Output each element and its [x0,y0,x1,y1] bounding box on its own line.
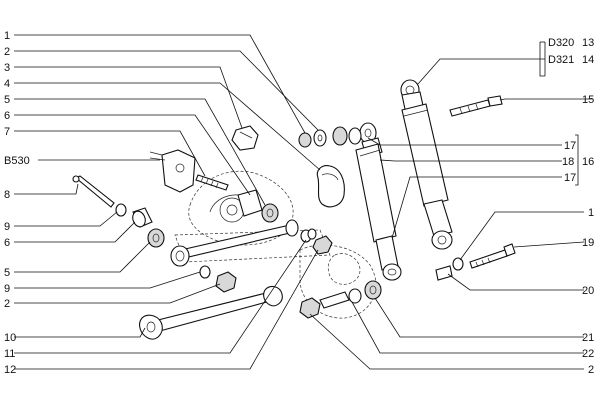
bushing-12 [307,228,317,240]
mounting-bracket [149,149,196,193]
callout-9-lower: 9 [4,283,10,295]
callout-15: 15 [582,94,594,106]
upper-bushing-stack [298,129,327,148]
callout-9: 9 [4,221,10,233]
callout-d320: D320 [548,37,574,49]
washer-9 [115,203,127,217]
nut-2-lower [215,271,237,293]
leader-lines-right [309,41,592,370]
shock-absorber-front [332,122,402,281]
callout-2-lower: 2 [4,298,10,310]
callout-14: 14 [582,54,594,66]
shock-absorber-rear [400,79,453,250]
callout-1-right: 1 [588,207,594,219]
callout-11: 11 [4,348,15,360]
callout-6: 6 [4,110,10,122]
callout-1: 1 [4,30,10,42]
callout-3: 3 [4,62,10,74]
callout-10: 10 [4,332,16,344]
bump-stop [231,125,259,151]
callout-5: 5 [4,94,10,106]
bolt-19-assembly [435,243,516,281]
callout-12: 12 [4,364,16,376]
callout-2: 2 [4,46,10,58]
callout-6-lower: 6 [4,237,10,249]
stud-15 [449,95,503,117]
callout-b530: B530 [4,155,30,167]
parts-drawing [72,79,516,340]
callout-17: 17 [564,140,576,152]
upper-link-arm [170,219,299,267]
callout-17-lower: 17 [564,172,576,184]
callout-13: 13 [582,37,594,49]
leader-lines-left [14,34,321,370]
callout-8: 8 [4,189,10,201]
callout-16: 16 [582,156,594,168]
bushing-sleeve-6 [132,207,153,228]
bushing-5 [147,228,165,248]
callout-18: 18 [562,156,574,168]
callouts-right: D320 13 D321 14 15 17 18 16 17 1 19 20 2… [548,37,594,376]
callout-4: 4 [4,78,10,90]
rubber-buffer [316,165,345,208]
callout-7: 7 [4,126,10,138]
callout-19: 19 [582,237,594,249]
bolt-7 [195,174,229,191]
callouts-left: 1 2 3 4 5 6 7 B530 8 9 6 5 9 2 10 11 12 [4,30,30,376]
axle-bushings [237,189,279,223]
lower-nut-sleeve [299,280,382,319]
callout-5-lower: 5 [4,267,10,279]
callout-22: 22 [582,348,594,360]
lower-link-arm [139,285,283,340]
callout-d321: D321 [548,54,574,66]
callout-2-right: 2 [588,364,594,376]
long-bolt-8 [72,175,115,208]
washer-9-lower [199,265,211,279]
callout-21: 21 [582,332,594,344]
callout-20: 20 [582,285,594,297]
